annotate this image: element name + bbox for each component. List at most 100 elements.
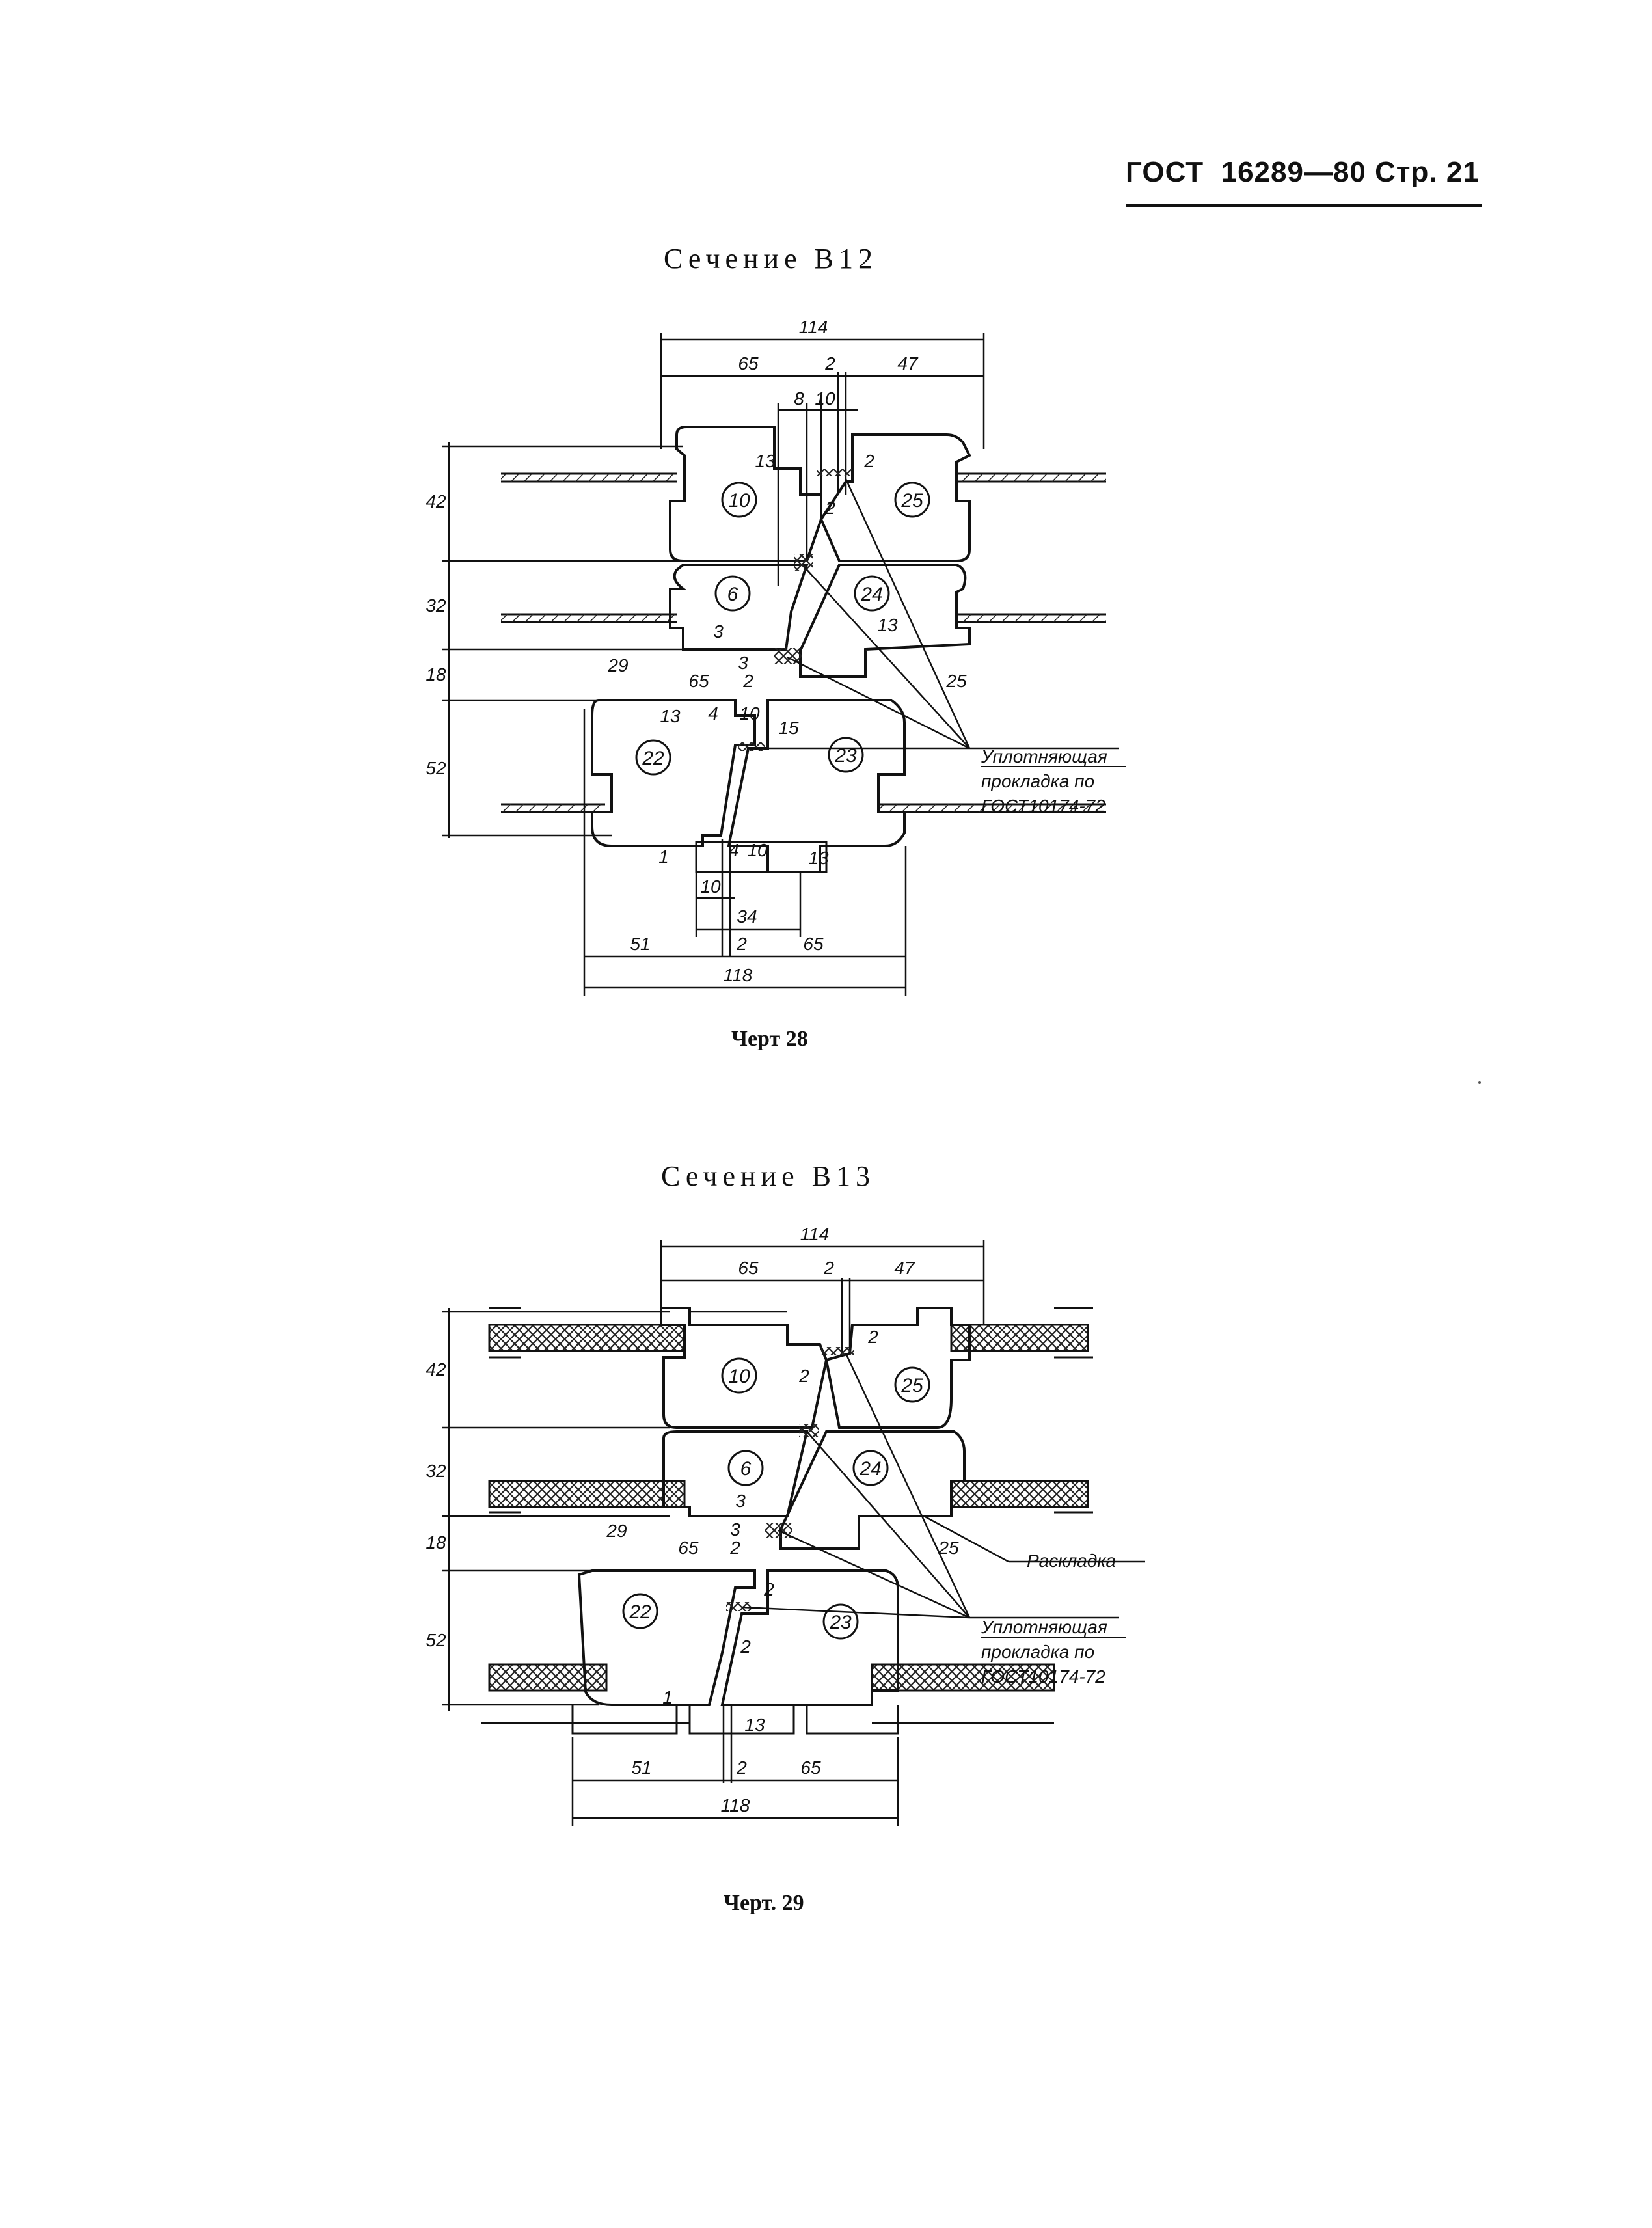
fig1-marker-10-label: 10 <box>728 490 750 511</box>
fig1-profile-22 <box>591 699 756 847</box>
fig1-dim-3a: 3 <box>713 621 724 642</box>
fig2-marker-6 <box>727 1450 764 1486</box>
fig2-marker-10-label: 10 <box>728 1366 750 1387</box>
fig2-dim-47: 47 <box>894 1258 915 1278</box>
fig2-bottom-dims <box>571 1705 899 1826</box>
page-header-text: ГОСТ 16289—80 Стр. 21 <box>1126 156 1480 189</box>
fig1-dim-13c: 13 <box>660 706 681 726</box>
page-label: Стр. <box>1375 156 1438 188</box>
fig2-dim-65: 65 <box>738 1258 759 1278</box>
fig2-dim-2b: 2 <box>798 1366 809 1386</box>
figure2-caption: Черт. 29 <box>724 1891 804 1915</box>
fig1-profile-25 <box>819 433 971 562</box>
fig1-dim-8: 8 <box>794 388 804 409</box>
fig1-dim-118: 118 <box>724 965 753 985</box>
fig1-dim-2d: 2 <box>736 934 747 954</box>
fig2-dim-18: 18 <box>426 1532 446 1553</box>
fig1-dim-2: 2 <box>824 353 835 374</box>
fig2-marker-22-label: 22 <box>629 1601 651 1623</box>
fig1-profile-10 <box>669 426 822 562</box>
figure1-title: Сечение В12 <box>664 243 878 275</box>
fig2-marker-23 <box>822 1603 859 1640</box>
fig1-marker-23 <box>828 737 864 773</box>
fig1-bottom-strip <box>695 841 828 873</box>
standard-number: 16289—80 <box>1221 156 1366 188</box>
fig1-note: Уплотняющая прокладка по ГОСТ10174-72 <box>981 746 1126 816</box>
fig1-dim-29: 29 <box>607 655 628 675</box>
fig1-dim-13a: 13 <box>755 451 776 471</box>
fig1-dim-10: 10 <box>815 388 835 409</box>
fig2-bottom-flange <box>571 1705 899 1735</box>
fig2-dim-52: 52 <box>426 1630 446 1650</box>
fig1-marker-25-label: 25 <box>900 490 923 511</box>
fig2-marker-25 <box>894 1366 930 1403</box>
fig2-part-markers: 10 25 6 24 22 23 <box>622 1357 930 1640</box>
fig2-marker-23-label: 23 <box>829 1612 852 1633</box>
fig1-note-line2: прокладка по <box>981 771 1094 791</box>
fig2-dim-1: 1 <box>662 1687 673 1707</box>
standard-code: ГОСТ <box>1126 156 1204 188</box>
fig1-note-line1: Уплотняющая <box>981 746 1107 767</box>
fig1-marker-24 <box>854 575 890 612</box>
fig1-dim-3b: 3 <box>738 653 748 673</box>
fig1-dim-2b: 2 <box>824 498 835 518</box>
fig2-marker-24-label: 24 <box>859 1458 881 1480</box>
scan-speck <box>1478 1081 1481 1084</box>
fig2-dim-2c: 2 <box>729 1538 740 1558</box>
fig1-dim-25: 25 <box>945 671 967 691</box>
fig1-dim-32: 32 <box>426 595 446 616</box>
fig1-dim-10d: 10 <box>700 876 721 897</box>
fig1-dim-18: 18 <box>426 664 446 685</box>
fig1-dim-52: 52 <box>426 758 446 778</box>
fig1-dim-4: 4 <box>708 703 718 724</box>
fig1-dim-15: 15 <box>778 718 799 738</box>
fig1-top-dims <box>660 333 985 586</box>
fig2-marker-10 <box>721 1357 757 1394</box>
figure1-drawing <box>442 333 1119 996</box>
fig1-glass-upper <box>501 472 1106 813</box>
fig1-dim-65: 65 <box>738 353 759 374</box>
fig1-marker-6-label: 6 <box>727 584 738 605</box>
figure1-caption: Черт 28 <box>731 1027 808 1051</box>
fig1-dim-10b: 10 <box>739 703 760 724</box>
page-header: ГОСТ 16289—80 Стр. 21 <box>1126 156 1490 208</box>
fig2-dim-32: 32 <box>426 1461 446 1481</box>
fig1-dim-13b: 13 <box>877 615 898 635</box>
fig2-profile-24 <box>779 1430 966 1550</box>
fig2-dim-2f: 2 <box>736 1758 747 1778</box>
fig2-dim-65b: 65 <box>678 1538 699 1558</box>
fig1-seal-hatches <box>738 469 852 751</box>
fig2-marker-24 <box>852 1450 889 1486</box>
figure2-drawing <box>442 1240 1145 1826</box>
fig1-marker-10 <box>721 482 757 518</box>
fig1-marker-24-label: 24 <box>860 584 882 605</box>
fig1-dim-4b: 4 <box>729 840 739 860</box>
fig1-part-markers: 10 25 6 24 22 23 <box>635 482 930 776</box>
fig2-profile-10 <box>660 1307 828 1429</box>
page-number: 21 <box>1446 156 1480 188</box>
fig1-marker-23-label: 23 <box>834 745 857 767</box>
fig1-dim-13d: 13 <box>808 848 829 868</box>
fig1-dim-10c: 10 <box>747 840 768 860</box>
fig2-note: Раскладка Уплотняющая прокладка по ГОСТ1… <box>981 1551 1126 1687</box>
fig1-dim-34: 34 <box>737 906 757 927</box>
fig2-note-line3: ГОСТ10174-72 <box>981 1666 1105 1687</box>
fig1-note-line3: ГОСТ10174-72 <box>981 796 1105 816</box>
fig2-dim-25: 25 <box>938 1538 959 1558</box>
fig1-dim-1: 1 <box>658 847 669 867</box>
fig2-dim-13: 13 <box>744 1715 765 1735</box>
fig1-marker-22 <box>635 739 671 776</box>
fig2-leaders <box>741 1353 1145 1619</box>
fig1-dim-labels: 114 65 2 47 8 10 13 2 2 42 32 18 52 3 3 … <box>426 317 967 985</box>
fig2-dim-42: 42 <box>426 1359 446 1379</box>
fig1-left-dims <box>442 442 683 838</box>
fig1-bottom-dims <box>583 709 907 996</box>
fig2-dim-29: 29 <box>606 1521 627 1541</box>
fig2-dim-65c: 65 <box>800 1758 821 1778</box>
fig2-dim-2e: 2 <box>740 1637 751 1657</box>
fig2-dim-3b: 3 <box>730 1519 740 1540</box>
fig2-dim-114: 114 <box>800 1224 830 1244</box>
fig2-marker-6-label: 6 <box>740 1458 752 1480</box>
fig2-label-spacer: Раскладка <box>1027 1551 1116 1571</box>
